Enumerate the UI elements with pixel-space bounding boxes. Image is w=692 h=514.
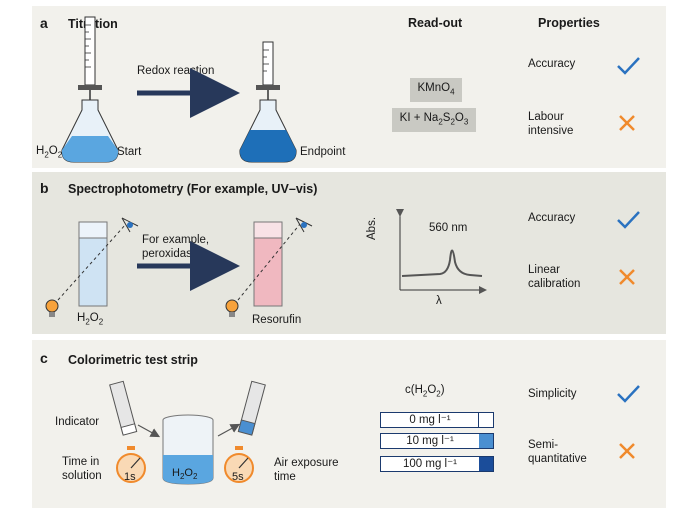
readout-ki-thiosulfate: KI + Na2S2O3 (392, 108, 476, 133)
test-strip-indicator (109, 380, 138, 436)
prop-b-2: Linear calibration (528, 264, 581, 290)
eye-icon (121, 217, 139, 233)
strip-0: 0 mg l⁻¹ (380, 412, 494, 428)
strip-2-swatch (479, 457, 493, 471)
panel-spectrophotometry (32, 172, 666, 334)
light-path-1 (57, 223, 127, 301)
start-label: Start (117, 146, 142, 158)
prop-b-1: Accuracy (528, 212, 576, 224)
peak-label: 560 nm (429, 222, 468, 234)
enzyme-label-2: peroxidase (142, 248, 199, 260)
panel-titration (32, 6, 666, 168)
strip-2: 100 mg l⁻¹ (380, 456, 494, 472)
strip-1-swatch (479, 434, 493, 448)
readout-header: Read-out (408, 16, 463, 30)
absorbance-spectrum (396, 209, 487, 294)
timer-icon-2 (224, 446, 254, 483)
panel-b-title: Spectrophotometry (For example, UV–vis) (68, 182, 318, 196)
cuvette-h2o2 (78, 221, 108, 307)
prop-a-1: Accuracy (528, 58, 576, 70)
h2o2-label-a: H2O2 (36, 145, 63, 160)
arrow-c1 (137, 424, 161, 438)
prop-c-1: Simplicity (528, 388, 577, 400)
resorufin-label: Resorufin (252, 314, 302, 326)
cross-icon-b (619, 269, 635, 285)
panel-c-title: Colorimetric test strip (68, 353, 198, 367)
panel-a-letter: a (40, 15, 48, 31)
timer-1-label: 1s (124, 471, 136, 483)
cuvette-resorufin (253, 221, 283, 307)
readout-kmno4: KMnO4 (410, 78, 462, 103)
light-bulb-icon-2 (225, 299, 239, 317)
check-icon (617, 57, 640, 75)
strip-0-swatch (478, 413, 493, 427)
strip-1-label: 10 mg l⁻¹ (406, 435, 454, 447)
light-bulb-icon (45, 299, 59, 317)
endpoint-label: Endpoint (300, 146, 346, 158)
x-axis-label: λ (436, 295, 442, 307)
strip-2-label: 100 mg l⁻¹ (402, 458, 457, 470)
timer-icon-1 (116, 446, 146, 483)
strip-1: 10 mg l⁻¹ (380, 433, 494, 449)
h2o2-label-b: H2O2 (77, 312, 104, 327)
check-icon-c (617, 385, 640, 403)
panel-b-letter: b (40, 180, 49, 196)
beaker (162, 414, 214, 485)
burette-flask-endpoint (239, 41, 297, 163)
burette-flask-start (61, 16, 119, 163)
light-path-2 (237, 223, 301, 301)
prop-a-2: Labour intensive (528, 111, 574, 137)
cross-icon-c (619, 443, 635, 459)
conc-label: c(H2O2) (405, 384, 445, 399)
arrow-c2 (217, 423, 241, 437)
indicator-label: Indicator (55, 416, 100, 428)
test-strip-developed (237, 380, 266, 436)
panel-c-letter: c (40, 350, 48, 366)
properties-header: Properties (538, 16, 600, 30)
check-icon-b (617, 211, 640, 229)
strip-0-label: 0 mg l⁻¹ (409, 414, 451, 426)
timer-2-label: 5s (232, 471, 244, 483)
cross-icon (619, 115, 635, 131)
air-exposure-label: Air exposure time (274, 457, 339, 483)
time-in-solution-label: Time in solution (62, 456, 102, 482)
beaker-label: H2O2 (172, 467, 198, 481)
prop-c-2: Semi-quantitative (528, 439, 587, 465)
eye-icon-2 (295, 217, 313, 233)
